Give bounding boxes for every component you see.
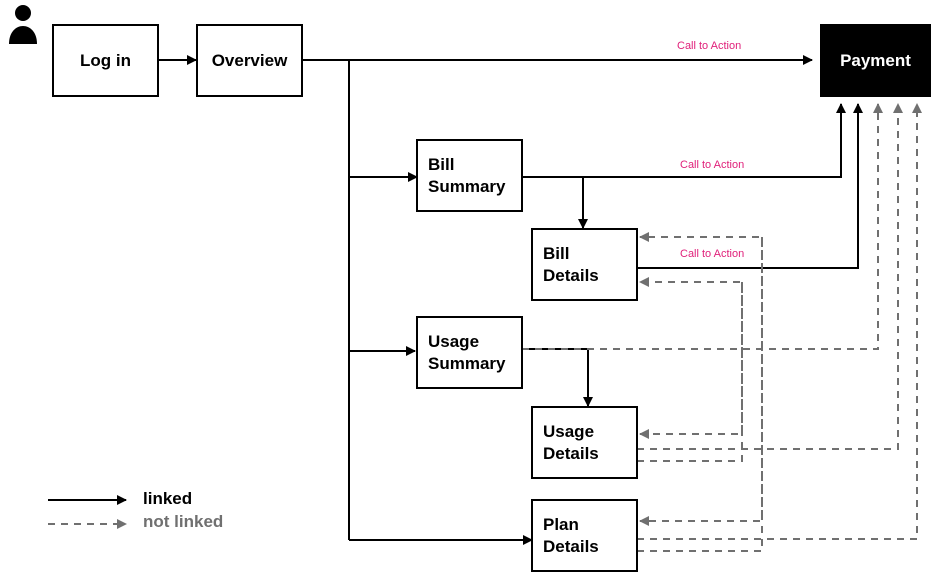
overview-label: Overview <box>211 50 288 70</box>
login-label: Log in <box>80 50 131 70</box>
usage-details-label: Usage Details <box>543 421 599 463</box>
legend-linked-label: linked <box>143 489 193 508</box>
nolink-usage-details-to-bill-details <box>637 277 743 462</box>
login-node: Log in <box>52 24 159 97</box>
overview-node: Overview <box>196 24 303 97</box>
cta-label-overview: Call to Action <box>677 40 742 52</box>
usage-summary-label: Usage Summary <box>428 331 506 373</box>
plan-details-node: Plan Details <box>531 499 638 572</box>
not-linked-connectors <box>522 103 922 552</box>
nolink-bill-details-to-plan-details <box>639 237 763 526</box>
bill-summary-node: Bill Summary <box>416 139 523 212</box>
cta-label-bill-summary: Call to Action <box>680 159 745 171</box>
nolink-usage-summary-to-payment <box>522 103 883 350</box>
link-bill-details-to-payment <box>637 103 863 269</box>
usage-summary-node: Usage Summary <box>416 316 523 389</box>
plan-details-label: Plan Details <box>543 514 599 556</box>
nolink-bill-details-to-usage-details <box>639 282 743 439</box>
nolink-plan-details-to-bill-details <box>637 232 763 552</box>
nolink-plan-details-to-payment <box>637 103 922 540</box>
linked-connectors <box>158 55 863 545</box>
payment-label: Payment <box>840 50 911 70</box>
link-usage-summary-to-usage-details <box>522 348 593 407</box>
cta-label-bill-details: Call to Action <box>680 248 745 260</box>
legend-not-linked-label: not linked <box>143 512 224 531</box>
link-bill-summary-to-payment <box>522 103 846 178</box>
bill-summary-label: Bill Summary <box>428 154 506 196</box>
payment-node: Payment <box>820 24 931 97</box>
usage-details-node: Usage Details <box>531 406 638 479</box>
nolink-usage-details-to-payment <box>637 103 903 450</box>
user-icon <box>9 5 37 44</box>
bill-details-label: Bill Details <box>543 243 599 285</box>
bill-details-node: Bill Details <box>531 228 638 301</box>
